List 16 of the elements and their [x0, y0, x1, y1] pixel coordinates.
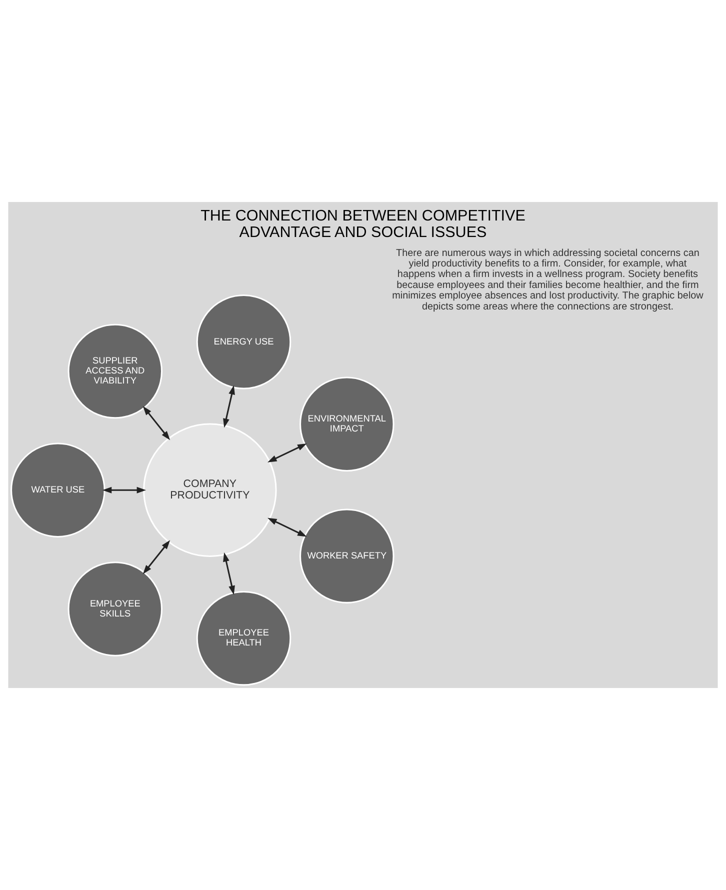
node-circle: WORKER SAFETY	[300, 508, 394, 604]
arrow	[223, 552, 235, 595]
node-circle: EMPLOYEE HEALTH	[196, 590, 292, 686]
diagram-title: THE CONNECTION BETWEEN COMPETITIVE ADVANTAGE AND SOCIAL ISSUES	[200, 207, 526, 242]
node-circle: ENVIRONMENTAL IMPACT	[300, 376, 394, 472]
label: There are numerous ways in which addressing societal concerns can yield productivity benefits to a firm. Consider, for example, what happens when a firm invests in a wellness program. Society benefits because employees and their families become healthier, and the firm minimizes employee absences and lost productivity. The graphic below depicts some areas where the connections are strongest.	[392, 248, 704, 312]
arrow	[142, 406, 170, 440]
node-circle: ENERGY USE	[196, 294, 292, 390]
node-circle: SUPPLIER ACCESS AND VIABILITY	[68, 324, 163, 419]
node-circle: WATER USE	[10, 442, 106, 538]
node-circle: EMPLOYEE SKILLS	[68, 562, 163, 656]
arrow	[223, 385, 235, 428]
arrow	[102, 486, 146, 494]
arrow	[268, 443, 307, 462]
arrow	[142, 540, 170, 574]
arrow	[268, 518, 307, 537]
